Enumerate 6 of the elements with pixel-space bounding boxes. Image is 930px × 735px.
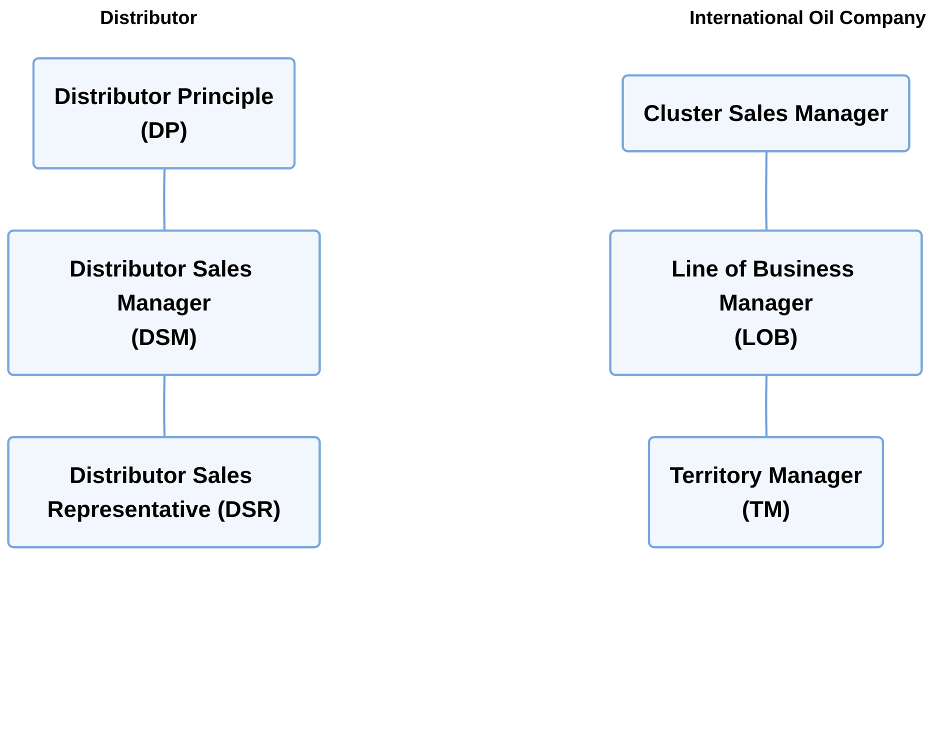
connector bbox=[163, 168, 166, 232]
column-heading: International Oil Company bbox=[690, 8, 926, 30]
column-heading: Distributor bbox=[100, 8, 198, 30]
connector bbox=[765, 375, 768, 438]
connector bbox=[163, 375, 166, 438]
connector bbox=[765, 152, 768, 232]
